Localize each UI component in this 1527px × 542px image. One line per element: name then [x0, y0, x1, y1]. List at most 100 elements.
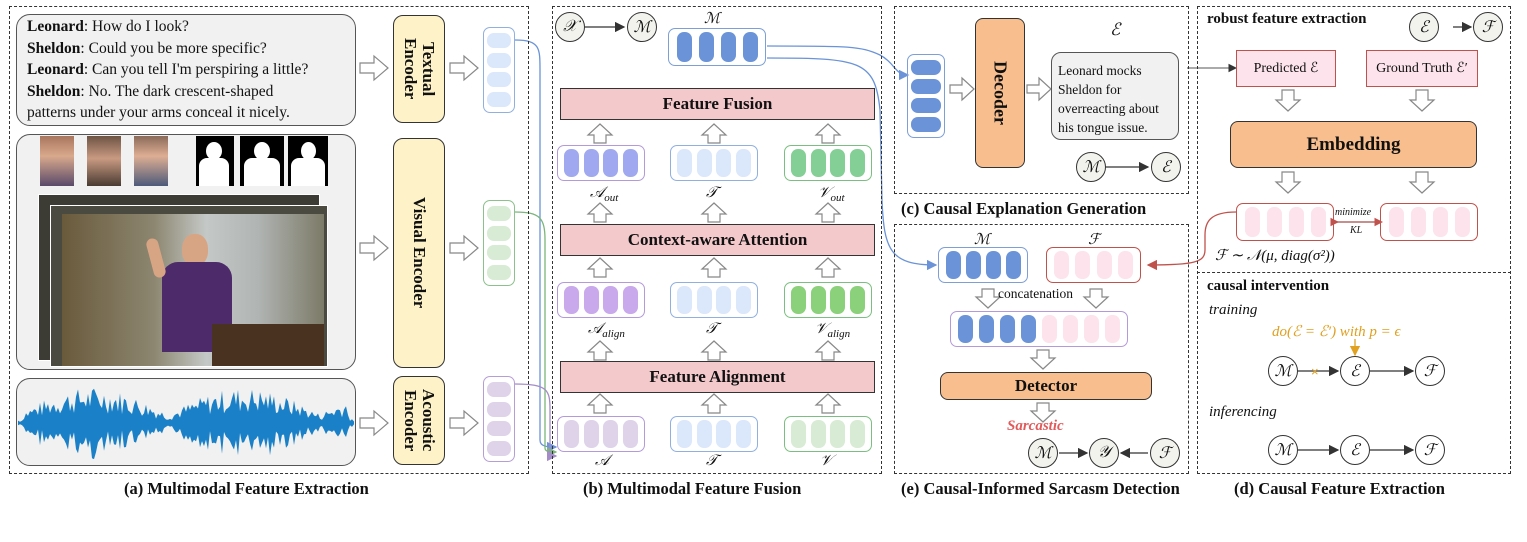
label-f-detect: ℱ [1088, 232, 1100, 248]
dialogue-line: patterns under your arms conceal it nice… [27, 102, 357, 124]
chain-m-detect: ℳ [1028, 438, 1058, 468]
infer-node-e: ℰ [1340, 435, 1370, 465]
symbol-m: ℳ [627, 12, 657, 42]
feature-alignment-block: Feature Alignment [560, 361, 875, 393]
chain-y-detect: 𝒴 [1089, 438, 1119, 468]
kl-label: KL [1350, 225, 1363, 236]
label-t: 𝒯 [706, 185, 718, 201]
textual-encoder: Textual Encoder [393, 15, 445, 123]
svg-text:×: × [1311, 364, 1319, 379]
sarcastic-label: Sarcastic [1007, 418, 1064, 434]
concatenation-label: concatenation [998, 286, 1073, 301]
label-t-bottom: 𝒯 [706, 453, 718, 469]
decoder-block: Decoder [975, 18, 1025, 168]
label-a: 𝒜 [595, 453, 610, 469]
vector-a-out [557, 145, 645, 181]
chain-e: ℰ [1151, 152, 1181, 182]
detector-block: Detector [940, 372, 1152, 400]
label-t-mid: 𝒯 [706, 321, 718, 337]
train-node-m: ℳ [1268, 356, 1298, 386]
face-thumbnail [87, 136, 121, 186]
dialogue-line: Leonard: How do I look? [27, 16, 357, 38]
minimize-label: minimize [1335, 207, 1372, 218]
utterance: : How do I look? [83, 18, 189, 35]
caption-e: (e) Causal-Informed Sarcasm Detection [901, 479, 1180, 498]
detect-vector-f [1046, 247, 1141, 283]
ground-truth-embedding-vector [1380, 203, 1478, 241]
section-d-frame [1197, 6, 1511, 474]
utterance: : No. The dark crescent-shaped [80, 82, 274, 100]
face-thumbnail [40, 136, 74, 186]
label-e: ℰ [1110, 20, 1121, 39]
explanation-text-box: Leonard mocks Sheldon for overreacting a… [1051, 52, 1179, 140]
train-node-f: ℱ [1415, 356, 1445, 386]
dialogue-panel [16, 14, 356, 126]
speaker-name: Sheldon [27, 39, 81, 57]
distribution-formula: ℱ ∼ 𝒩(μ, diag(σ²)) [1215, 248, 1335, 264]
label-m: ℳ [704, 11, 721, 27]
caption-c: (c) Causal Explanation Generation [901, 199, 1147, 218]
utterance: : Can you tell I'm perspiring a little? [83, 61, 309, 78]
vector-a [557, 416, 645, 452]
feature-fusion-block: Feature Fusion [560, 88, 875, 120]
label-m-detect: ℳ [974, 232, 991, 248]
acoustic-feature-vector [483, 376, 515, 462]
infer-node-f: ℱ [1415, 435, 1445, 465]
ground-truth-e-box: Ground Truth ℰ′ [1366, 50, 1478, 87]
vector-t-top [670, 145, 758, 181]
vector-a-align [557, 282, 645, 318]
dialogue-text: Leonard: How do I look?Sheldon: Could yo… [27, 16, 357, 124]
section-d-divider [1197, 272, 1511, 273]
label-v-out: 𝒱out [818, 185, 845, 204]
concatenated-vector [950, 311, 1128, 347]
robust-title: robust feature extraction [1207, 11, 1367, 27]
utterance: patterns under your arms conceal it nice… [27, 104, 290, 121]
audio-waveform [18, 388, 354, 460]
caption-b: (b) Multimodal Feature Fusion [583, 479, 802, 498]
symbol-x: 𝒳 [555, 12, 585, 42]
label-v-align: 𝒱align [815, 321, 851, 340]
visual-encoder: Visual Encoder [393, 138, 445, 368]
mask-thumbnail [196, 136, 234, 186]
intervention-title: causal intervention [1207, 278, 1330, 294]
mask-thumbnail [240, 136, 284, 186]
section-b-frame [552, 6, 882, 474]
predicted-e-box: Predicted ℰ [1236, 50, 1336, 87]
mask-thumbnail [288, 136, 328, 186]
vector-v-align [784, 282, 872, 318]
caption-d: (d) Causal Feature Extraction [1234, 479, 1445, 498]
chain-m: ℳ [1076, 152, 1106, 182]
speaker-name: Leonard [27, 61, 84, 78]
text-feature-vector [483, 27, 515, 113]
dialogue-line: Sheldon: No. The dark crescent-shaped [27, 81, 357, 103]
dialogue-line: Leonard: Can you tell I'm perspiring a l… [27, 59, 357, 81]
infer-node-m: ℳ [1268, 435, 1298, 465]
robust-chain-e: ℰ [1409, 12, 1439, 42]
vector-v-out [784, 145, 872, 181]
vector-t-bottom [670, 416, 758, 452]
fused-vector-m [668, 28, 766, 66]
caption-a: (a) Multimodal Feature Extraction [124, 479, 369, 498]
acoustic-encoder: Acoustic Encoder [393, 376, 445, 465]
vector-v [784, 416, 872, 452]
video-frame-front [62, 214, 324, 366]
label-a-align: 𝒜align [588, 321, 625, 340]
inferencing-label: inferencing [1209, 404, 1277, 420]
label-v: 𝒱 [820, 453, 833, 469]
face-thumbnail [134, 136, 168, 186]
section-a-frame [9, 6, 529, 474]
utterance: : Could you be more specific? [80, 39, 267, 57]
do-expression: do(ℰ = ℰ′) with p = ϵ [1272, 324, 1401, 340]
chain-f-detect: ℱ [1150, 438, 1180, 468]
visual-feature-vector [483, 200, 515, 286]
robust-chain-f: ℱ [1473, 12, 1503, 42]
dialogue-line: Sheldon: Could you be more specific? [27, 38, 357, 60]
predicted-embedding-vector [1236, 203, 1334, 241]
explanation-input-vector [907, 54, 945, 138]
train-node-e: ℰ [1340, 356, 1370, 386]
context-attention-block: Context-aware Attention [560, 224, 875, 256]
section-c-frame [894, 6, 1189, 194]
section-e-frame [894, 224, 1189, 474]
detect-vector-m [938, 247, 1028, 283]
